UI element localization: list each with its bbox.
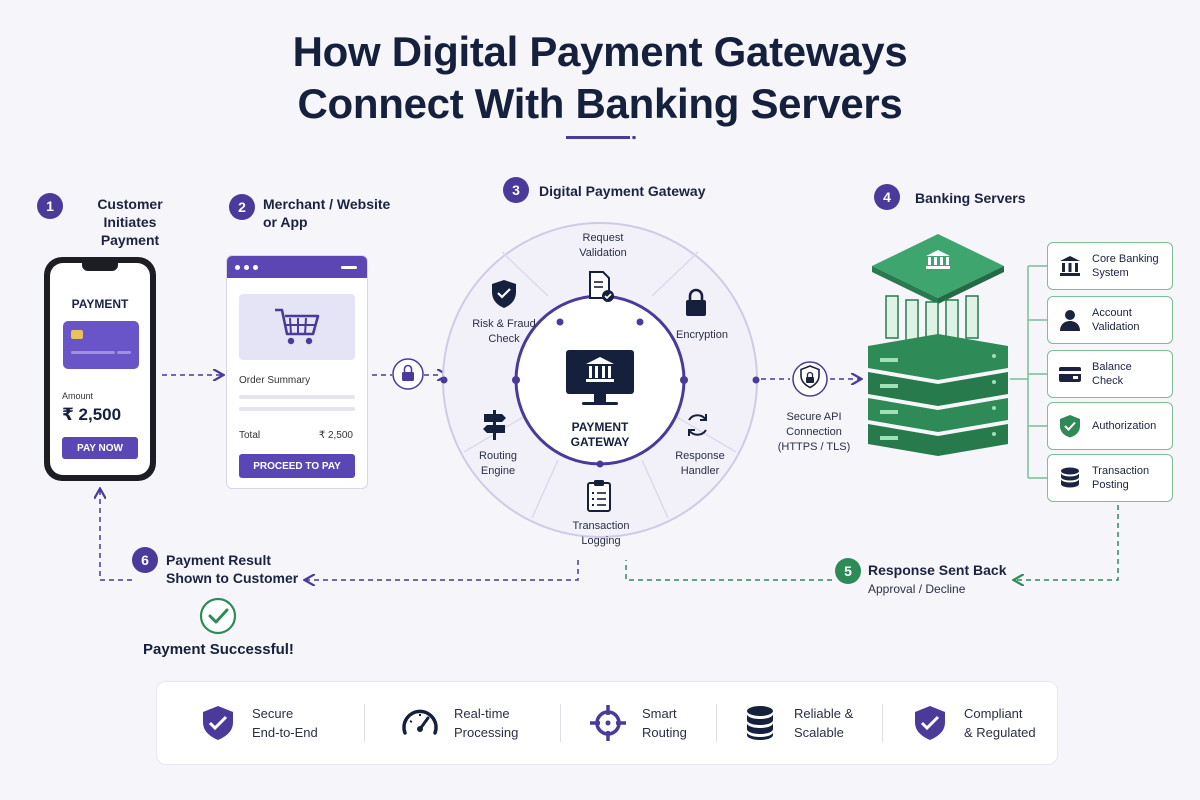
credit-card-icon <box>63 321 139 369</box>
amount-value: ₹ 2,500 <box>62 405 122 424</box>
bank-server-icon <box>868 234 1008 456</box>
feature-divider <box>716 704 717 742</box>
customer-phone: PAYMENT Amount ₹ 2,500 PAY NOW <box>44 257 156 481</box>
merchant-website: Order Summary Total ₹ 2,500 PROCEED TO P… <box>226 255 368 489</box>
step-5-badge: 5 <box>835 558 861 584</box>
shield-lock-icon <box>792 361 828 397</box>
cart-banner <box>239 294 355 360</box>
phone-payment-title: PAYMENT <box>71 297 129 311</box>
document-check-icon <box>589 271 614 302</box>
card-chip <box>71 330 83 339</box>
clipboard-icon <box>587 480 611 512</box>
title-underline <box>566 136 636 140</box>
database-icon <box>747 706 773 740</box>
shield-check-icon <box>492 280 516 308</box>
arrow-gateway-to-result <box>306 560 579 580</box>
shield-check-icon <box>915 706 945 740</box>
feature-compliant: Compliant& Regulated <box>910 703 1036 743</box>
phone-screen: PAYMENT Amount ₹ 2,500 PAY NOW <box>50 263 150 475</box>
proceed-to-pay-button[interactable]: PROCEED TO PAY <box>239 454 355 478</box>
step-3-badge: 3 <box>503 177 529 203</box>
phone-notch <box>82 263 118 271</box>
crosshair-icon <box>590 705 626 741</box>
bank-roof-icon <box>926 250 950 269</box>
step-4-label: Banking Servers <box>915 190 1026 206</box>
speedometer-icon <box>402 709 438 735</box>
page-title: How Digital Payment Gateways Connect Wit… <box>0 26 1200 130</box>
lock-icon <box>686 288 706 316</box>
segment-encryption: Encryption <box>676 329 728 341</box>
feature-reliable: Reliable &Scalable <box>740 703 853 743</box>
step-6-badge: 6 <box>132 547 158 573</box>
feature-divider <box>364 704 365 742</box>
lock-icon <box>392 358 424 390</box>
database-icon <box>1061 467 1079 488</box>
wallet-icon <box>1059 367 1081 382</box>
monitor-bank-icon <box>566 350 634 405</box>
user-icon <box>1060 310 1080 331</box>
feature-divider <box>560 704 561 742</box>
shopping-cart-icon <box>275 308 320 345</box>
signpost-icon <box>483 410 506 440</box>
step-2-badge: 2 <box>229 194 255 220</box>
feature-divider <box>882 704 883 742</box>
pay-now-button[interactable]: PAY NOW <box>62 437 138 459</box>
total-value: ₹ 2,500 <box>318 430 353 441</box>
approval-decline-label: Approval / Decline <box>868 582 966 596</box>
arrow-result-to-customer <box>100 490 132 581</box>
refresh-icon <box>688 414 707 436</box>
arrow-bank-response <box>1015 505 1119 580</box>
success-check-icon <box>199 597 237 635</box>
title-line-1: How Digital Payment Gateways <box>292 28 908 75</box>
step-3-label: Digital Payment Gateway <box>539 183 706 199</box>
shield-check-icon <box>1060 415 1080 438</box>
title-line-2: Connect With Banking Servers <box>297 80 903 127</box>
bank-item-authorization: Authorization <box>1047 402 1173 450</box>
total-label: Total <box>239 430 261 441</box>
payment-gateway-diagram <box>440 222 760 538</box>
step-4-badge: 4 <box>874 184 900 210</box>
browser-title-bar <box>227 256 367 278</box>
step-5-label: Response Sent Back <box>868 562 1007 578</box>
shield-check-icon <box>203 706 233 740</box>
amount-label: Amount <box>62 391 94 401</box>
step-1-badge: 1 <box>37 193 63 219</box>
payment-successful-text: Payment Successful! <box>143 641 294 658</box>
order-summary-label: Order Summary <box>239 375 311 386</box>
bank-icon <box>1060 256 1080 276</box>
